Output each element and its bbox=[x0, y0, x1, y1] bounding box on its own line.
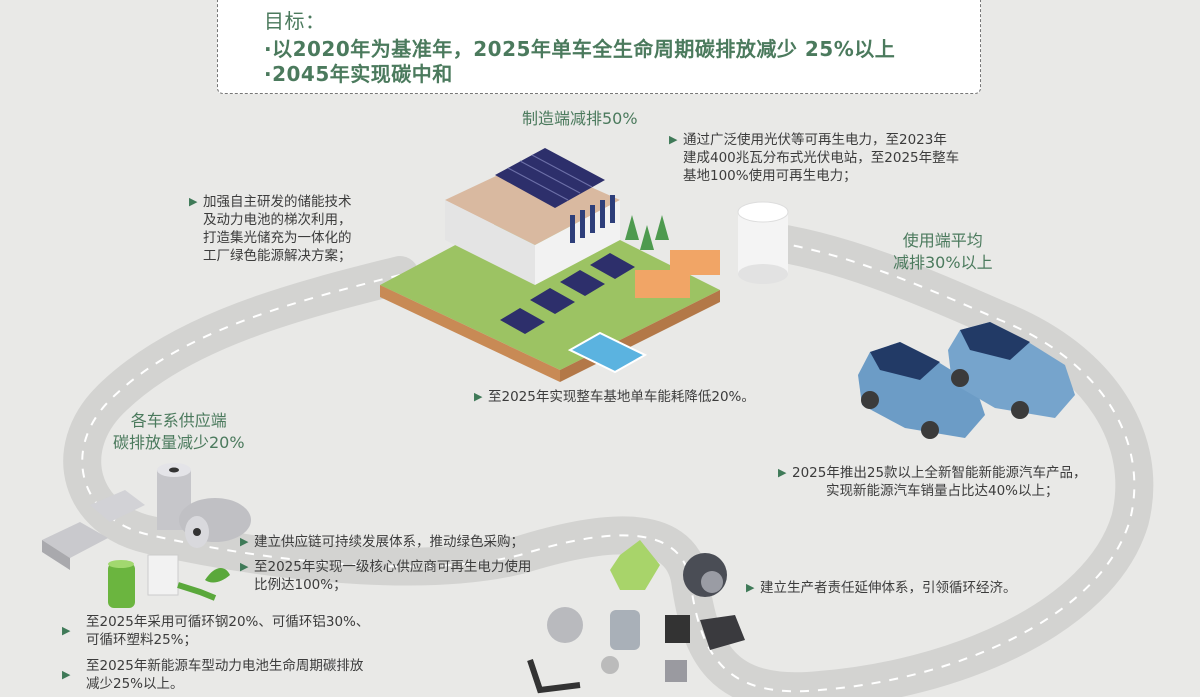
materials-illustration bbox=[42, 463, 251, 570]
bullet-icon: ▶ bbox=[474, 390, 483, 403]
note-nev: ▶ 2025年推出25款以上全新智能新能源汽车产品， 实现新能源汽车销量占比达4… bbox=[778, 465, 1087, 499]
bullet-icon: ▶ bbox=[669, 133, 678, 146]
heading-usage-line-2: 减排30%以上 bbox=[893, 253, 993, 272]
heading-supply-line-1: 各车系供应端 bbox=[130, 411, 227, 430]
factory-illustration bbox=[380, 148, 789, 382]
heading-usage: 使用端平均 减排30%以上 bbox=[893, 230, 993, 274]
bullet-icon: ▶ bbox=[62, 624, 71, 637]
battery-plug-illustration bbox=[108, 554, 230, 608]
goal-title: 目标： bbox=[264, 9, 326, 33]
bullet-icon: ▶ bbox=[778, 466, 787, 479]
note-recycled: ▶ 至2025年采用可循环钢20%、可循环铝30%、 可循环塑料25%； bbox=[62, 614, 370, 648]
note-supply-chain: ▶ 建立供应链可持续发展体系，推动绿色采购； bbox=[240, 534, 524, 550]
note-energy: ▶ 至2025年实现整车基地单车能耗降低20%。 bbox=[474, 389, 755, 405]
note-epr: ▶ 建立生产者责任延伸体系，引领循环经济。 bbox=[746, 580, 1017, 596]
note-solar: ▶ 通过广泛使用光伏等可再生电力，至2023年 建成400兆瓦分布式光伏电站，至… bbox=[669, 132, 960, 184]
cars-illustration bbox=[858, 322, 1075, 439]
goal-box: 目标： ·以2020年为基准年，2025年单车全生命周期碳排放减少 25%以上 … bbox=[217, 0, 981, 94]
bullet-icon: ▶ bbox=[746, 581, 755, 594]
bullet-icon: ▶ bbox=[189, 195, 198, 208]
note-battery: ▶ 至2025年新能源车型动力电池生命周期碳排放 减少25%以上。 bbox=[62, 658, 364, 692]
bullet-icon: ▶ bbox=[240, 535, 249, 548]
bullet-icon: ▶ bbox=[62, 668, 71, 681]
heading-usage-line-1: 使用端平均 bbox=[902, 231, 983, 250]
heading-manufacturing: 制造端减排50% bbox=[522, 109, 638, 128]
note-storage: ▶ 加强自主研发的储能技术 及动力电池的梯次利用， 打造集光储充为一体化的 工厂… bbox=[189, 194, 352, 264]
goal-line-2: ·2045年实现碳中和 bbox=[264, 62, 453, 86]
recycle-parts-illustration bbox=[527, 540, 745, 694]
heading-supply-line-2: 碳排放量减少20% bbox=[113, 433, 245, 452]
goal-line-1: ·以2020年为基准年，2025年单车全生命周期碳排放减少 25%以上 bbox=[264, 37, 896, 61]
heading-supply: 各车系供应端 碳排放量减少20% bbox=[113, 410, 245, 454]
bullet-icon: ▶ bbox=[240, 560, 249, 573]
note-supplier-power: ▶ 至2025年实现一级核心供应商可再生电力使用 比例达100%； bbox=[240, 559, 532, 593]
